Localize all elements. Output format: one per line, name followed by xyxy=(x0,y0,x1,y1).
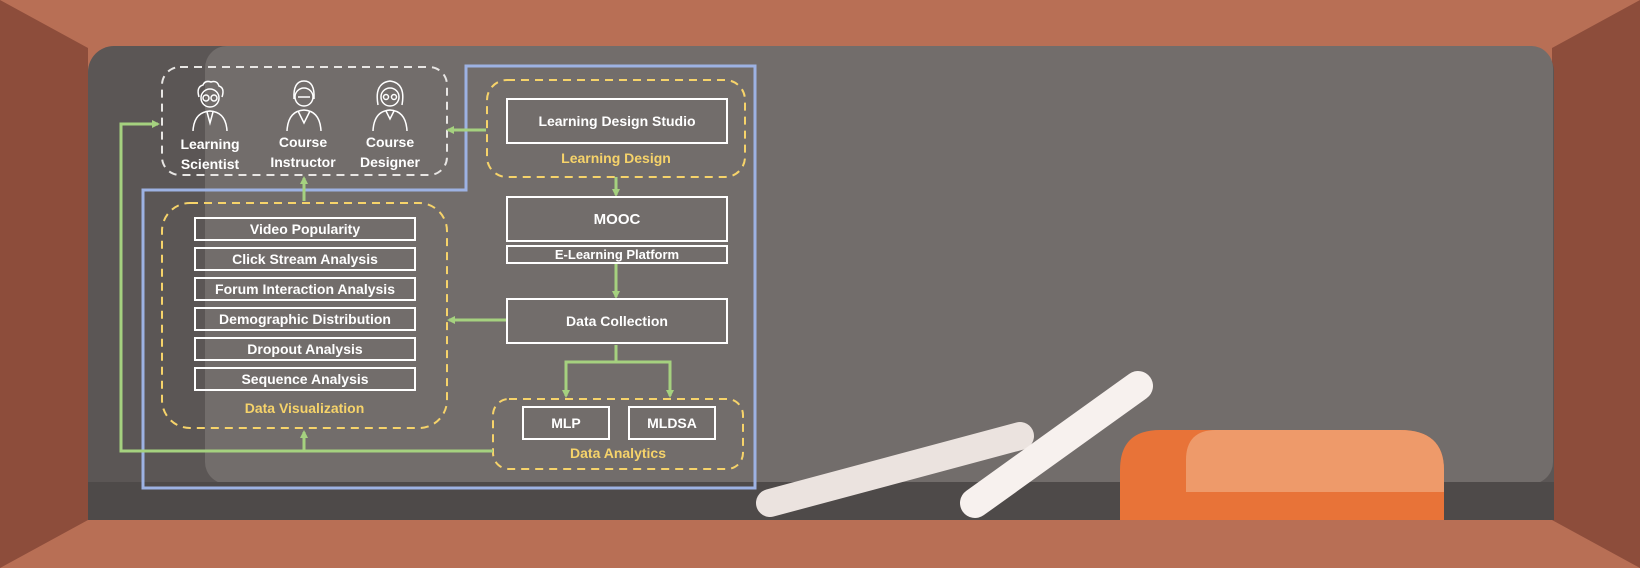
viz-item-sequence: Sequence Analysis xyxy=(194,367,416,391)
role-line1: Learning xyxy=(180,136,240,152)
role-line1: Course xyxy=(365,134,415,150)
role-line1: Course xyxy=(278,134,328,150)
viz-item-demographic: Demographic Distribution xyxy=(194,307,416,331)
chalk-stick-1 xyxy=(756,422,1034,517)
arrow-collection-to-mlp xyxy=(562,345,618,398)
role-line2: Scientist xyxy=(180,156,240,172)
learning-design-studio-box: Learning Design Studio xyxy=(506,98,728,144)
data-collection-box: Data Collection xyxy=(506,298,728,344)
chalkboard-highlight xyxy=(205,46,1553,484)
mlp-box: MLP xyxy=(522,406,610,440)
role-course-designer: Course Designer xyxy=(350,132,430,172)
viz-item-click-stream: Click Stream Analysis xyxy=(194,247,416,271)
viz-item-dropout: Dropout Analysis xyxy=(194,337,416,361)
scientist-icon xyxy=(192,80,228,131)
role-line2: Designer xyxy=(360,154,420,170)
learning-design-label: Learning Design xyxy=(561,150,671,166)
viz-item-video-popularity: Video Popularity xyxy=(194,217,416,241)
mldsa-box: MLDSA xyxy=(628,406,716,440)
viz-item-forum-interaction: Forum Interaction Analysis xyxy=(194,277,416,301)
role-course-instructor: Course Instructor xyxy=(260,132,346,172)
elearning-platform-box: E-Learning Platform xyxy=(506,245,728,264)
role-line2: Instructor xyxy=(270,154,336,170)
system-boundary xyxy=(141,64,757,490)
eraser-highlight xyxy=(1186,430,1444,492)
chalk-stick-2 xyxy=(960,371,1153,518)
roles-container xyxy=(161,66,448,176)
arrow-analytics-to-roles xyxy=(119,120,493,453)
data-analytics-container xyxy=(492,398,744,470)
frame-right xyxy=(1552,0,1640,568)
arrow-collection-to-mldsa xyxy=(616,360,674,398)
role-learning-scientist: Learning Scientist xyxy=(170,134,250,174)
designer-icon xyxy=(372,80,408,131)
instructor-icon xyxy=(286,80,322,131)
frame-left xyxy=(0,0,88,568)
data-analytics-label: Data Analytics xyxy=(570,445,666,461)
data-visualization-label: Data Visualization xyxy=(244,400,365,416)
data-visualization-container xyxy=(161,202,448,429)
mooc-box: MOOC xyxy=(506,196,728,242)
